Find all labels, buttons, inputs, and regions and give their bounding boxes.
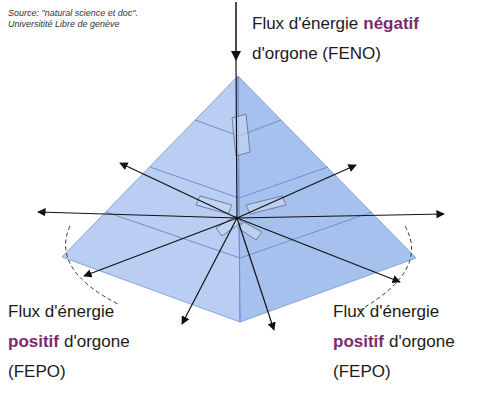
flow-label: d'orgone bbox=[64, 332, 130, 352]
flow-label: d'orgone bbox=[389, 332, 455, 352]
flow-label: Flux d'énergie bbox=[252, 14, 358, 34]
emphasis-word: négatif bbox=[363, 14, 419, 34]
flow-label: (FEPO) bbox=[8, 362, 66, 382]
flow-label: (FEPO) bbox=[333, 362, 391, 382]
source-note: Source: "natural science et doc". Univer… bbox=[8, 8, 143, 30]
flow-label: d'orgone (FENO) bbox=[252, 44, 381, 64]
flow-label: Flux d'énergie bbox=[8, 302, 114, 322]
flow-label: Flux d'énergie bbox=[333, 302, 439, 322]
emphasis-word: positif bbox=[8, 332, 59, 352]
emphasis-word: positif bbox=[333, 332, 384, 352]
